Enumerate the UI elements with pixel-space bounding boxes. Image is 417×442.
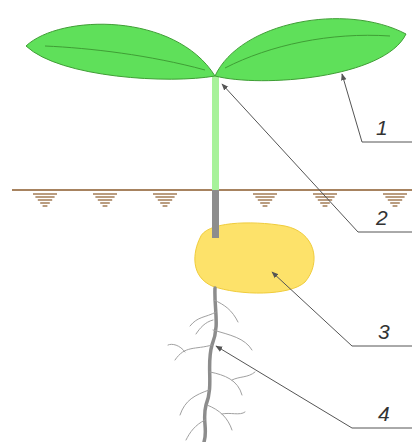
root [168, 288, 255, 442]
hypocotyl [212, 190, 219, 238]
leader-lines [216, 74, 412, 428]
cotyledons [26, 19, 406, 81]
callout-number: 4 [378, 403, 390, 424]
callout-number: 2 [376, 207, 388, 228]
callout-number: 1 [376, 117, 388, 138]
callout-number: 3 [378, 321, 390, 342]
stem [212, 76, 219, 190]
